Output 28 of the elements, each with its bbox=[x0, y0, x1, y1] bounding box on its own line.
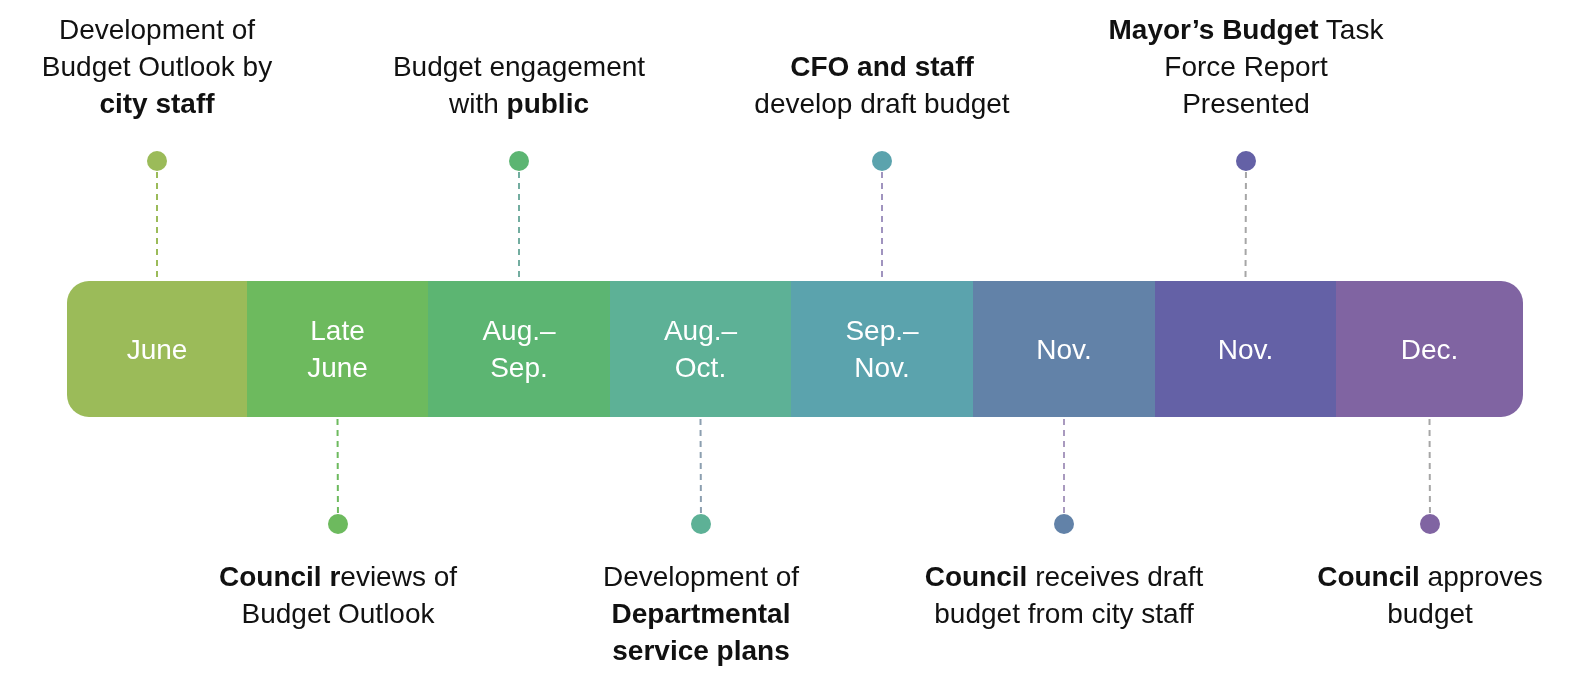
milestone-text: CFO and staff develop draft budget bbox=[742, 48, 1022, 122]
period-label: Aug.– Sep. bbox=[481, 314, 557, 385]
period-label: Nov. bbox=[1035, 332, 1093, 367]
period-label: Aug.– Oct. bbox=[662, 314, 739, 385]
period-label: Nov. bbox=[1216, 332, 1275, 367]
leader-line bbox=[1420, 416, 1440, 534]
period-label: June bbox=[125, 332, 189, 367]
period-label: Dec. bbox=[1399, 332, 1460, 367]
milestone-text: Council reviews of Budget Outlook bbox=[198, 558, 478, 632]
timeline-segment bbox=[973, 281, 1155, 417]
milestone-text: Mayor’s Budget Task Force Report Presented bbox=[1106, 11, 1386, 122]
timeline-segment bbox=[247, 281, 428, 417]
timeline-segment bbox=[1155, 281, 1336, 417]
timeline-segment bbox=[428, 281, 610, 417]
timeline-segment bbox=[610, 281, 791, 417]
period-label: Sep.– Nov. bbox=[844, 314, 920, 385]
milestone-text: Council approves budget bbox=[1290, 558, 1570, 632]
timeline-segment bbox=[67, 281, 247, 417]
leader-line bbox=[1054, 416, 1074, 534]
milestone-text: Council receives draft budget from city staff bbox=[924, 558, 1204, 632]
milestone-text: Development of Departmental service plans bbox=[561, 558, 841, 669]
period-label: Late June bbox=[306, 314, 369, 385]
timeline-segment bbox=[791, 281, 973, 417]
leader-line bbox=[328, 416, 348, 534]
leader-line bbox=[691, 416, 711, 534]
milestone-text: Budget engagement with public bbox=[379, 48, 659, 122]
timeline-segment bbox=[1336, 281, 1523, 417]
milestone-text: Development of Budget Outlook by city staff bbox=[17, 11, 297, 122]
